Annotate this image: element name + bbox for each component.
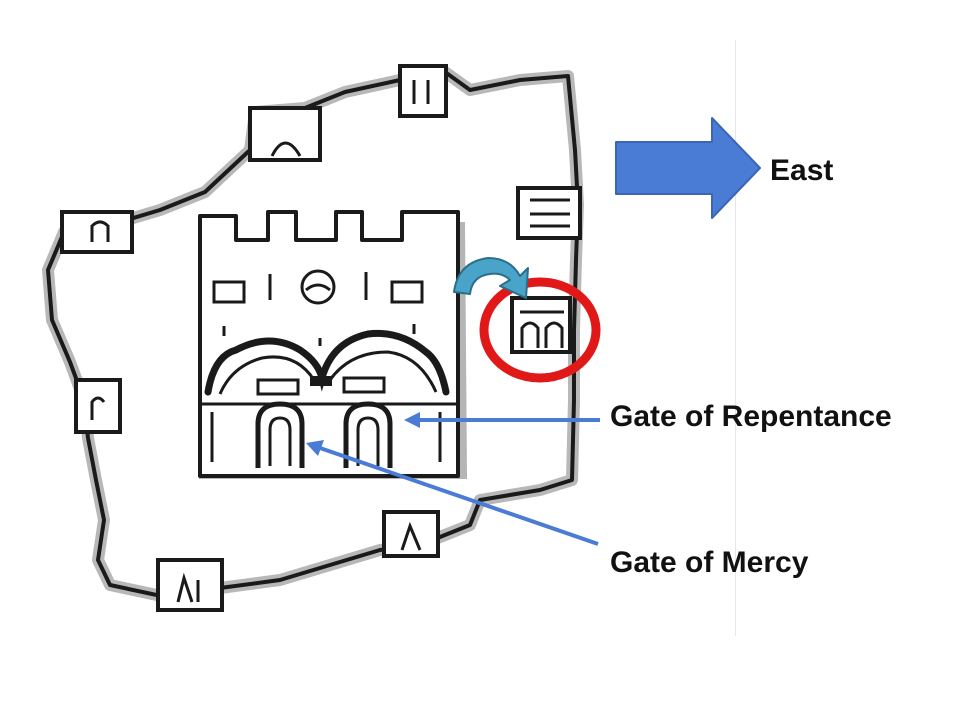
mercy-pointer-arrow [306, 440, 599, 546]
highlight-circle [479, 277, 601, 383]
golden-gate-building [198, 210, 468, 479]
wall-tower-east-gate [510, 296, 572, 354]
wall-tower-west-lower [74, 378, 122, 434]
repentance-pointer-arrow [404, 412, 600, 428]
east-arrow-icon [615, 117, 761, 219]
east-label: East [770, 154, 834, 187]
gate-of-mercy-label: Gate of Mercy [610, 546, 809, 579]
wall-tower-northeast [516, 186, 582, 240]
wall-tower-west [60, 210, 134, 254]
page-divider [735, 40, 736, 636]
wall-tower-northwest [248, 106, 322, 162]
wall-tower-south [382, 510, 440, 558]
wall-tower-southwest [156, 558, 224, 612]
rose-window [300, 269, 336, 305]
curved-arrow-icon [453, 257, 529, 299]
wall-tower-north [398, 64, 448, 118]
gate-of-mercy-arch [255, 401, 305, 468]
city-wall [46, 70, 580, 602]
window-left [212, 280, 246, 304]
gate-of-repentance-label: Gate of Repentance [610, 400, 892, 433]
window-right [390, 280, 424, 304]
